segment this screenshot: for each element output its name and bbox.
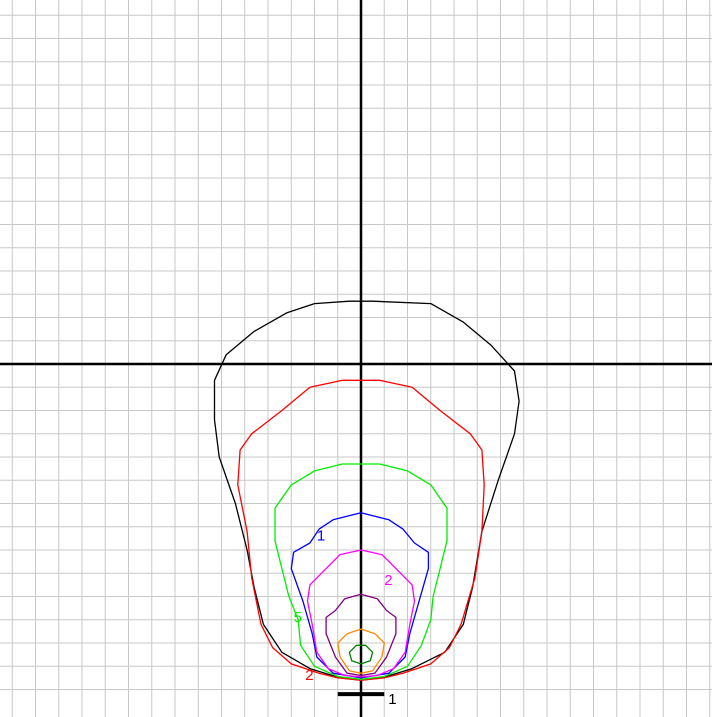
contour-lines: [213, 300, 520, 681]
contour-line-5: [306, 549, 416, 678]
contour-labels: 1 2 5 2: [294, 528, 393, 685]
contour-label: 2: [305, 667, 313, 684]
contour-line-7: [337, 628, 385, 674]
contour-label: 5: [294, 609, 302, 626]
contour-line-2: [237, 379, 485, 681]
contour-label: 2: [384, 572, 392, 589]
contour-line-4: [290, 512, 430, 679]
contour-line-8: [348, 644, 374, 665]
contour-line-6: [325, 593, 397, 677]
contour-label: 1: [317, 528, 325, 545]
source-label: 1: [388, 691, 396, 708]
contour-line-3: [274, 463, 448, 680]
source-marker: 1: [337, 691, 397, 708]
